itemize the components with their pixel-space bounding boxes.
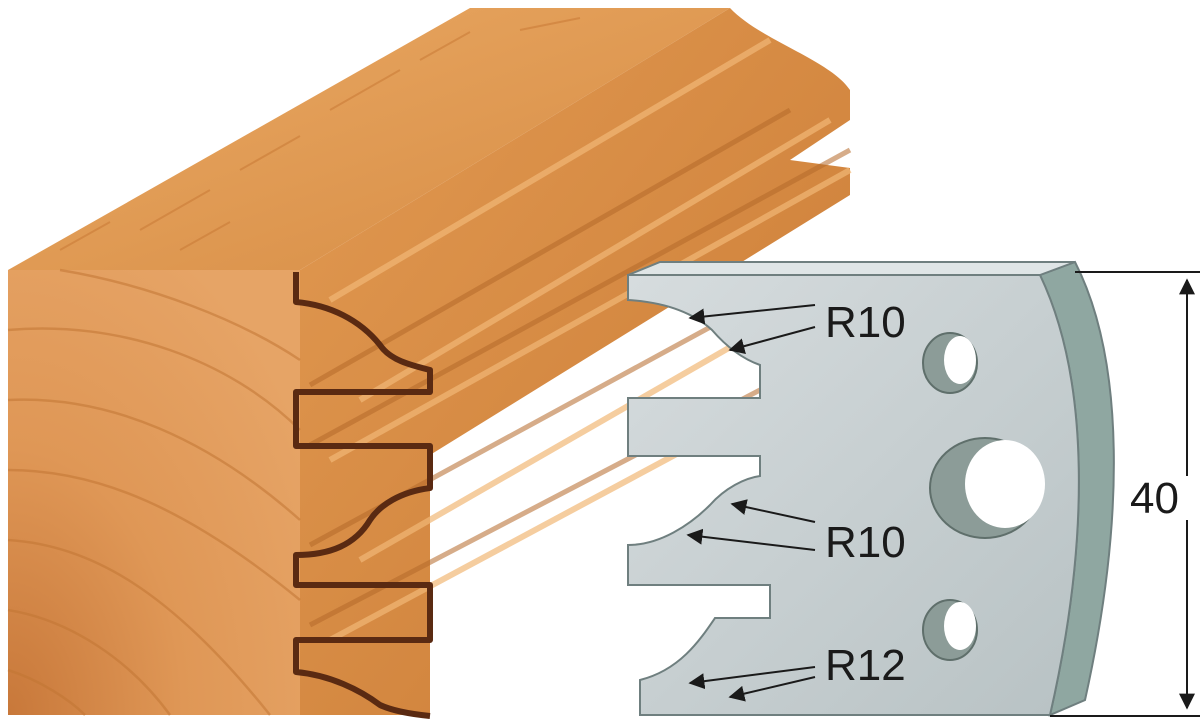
label-radius-top: R10 [825, 298, 906, 347]
knife-holes [922, 332, 1045, 661]
arrow-r10-mid-b [686, 528, 816, 551]
knife-top-strip [627, 261, 1076, 276]
wood-molded-face [300, 8, 850, 715]
arrow-r10-top-b [728, 326, 816, 354]
wood-profile-outline [293, 272, 433, 719]
wood-end-grain [8, 270, 300, 715]
radius-arrows [686, 304, 816, 702]
arrow-r10-top-a [688, 304, 816, 325]
arrow-r12-b [728, 676, 816, 702]
height-dimension [1050, 271, 1200, 717]
label-height: 40 [1130, 474, 1179, 523]
wood-block [7, 8, 852, 719]
arrow-r10-mid-a [730, 499, 816, 523]
wood-top-surface [8, 8, 730, 270]
wood-grain-streaks [59, 17, 581, 251]
profile-knife [627, 260, 1115, 717]
label-radius-bottom: R12 [825, 641, 906, 690]
arrow-r12-a [688, 666, 816, 690]
label-radius-middle: R10 [825, 518, 906, 567]
wood-growth-rings [7, 268, 301, 716]
